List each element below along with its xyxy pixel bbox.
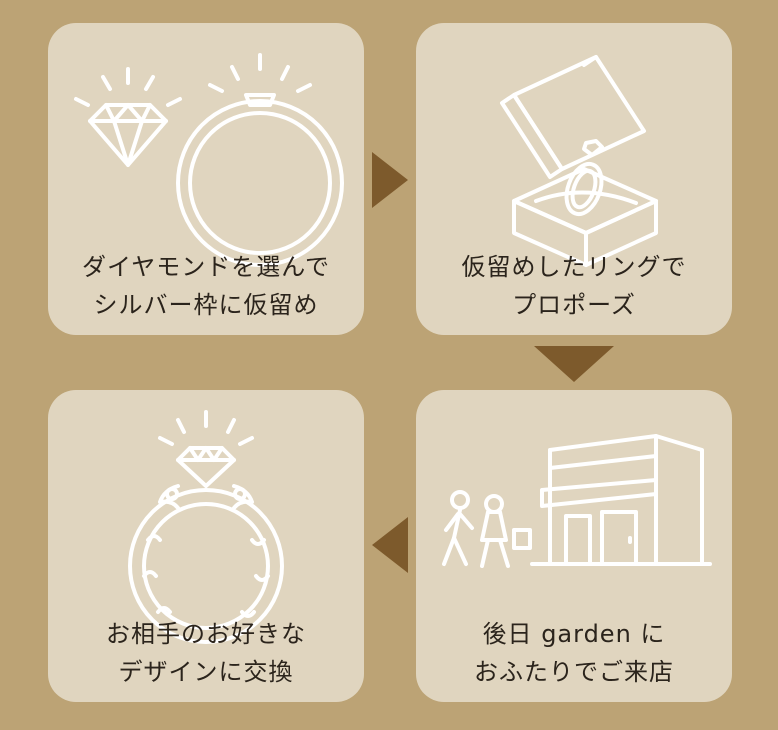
step-card-2: 仮留めしたリングで プロポーズ [416,23,732,335]
arrow-right-icon [372,152,408,208]
ring-box-icon [500,55,658,267]
step-3-line-2: おふたりでご来店 [474,658,674,686]
step-2-line-1: 仮留めしたリングで [461,253,687,281]
step-3-caption: 後日 garden に おふたりでご来店 [416,615,732,691]
couple-visiting-store-icon [442,434,712,568]
step-card-4: お相手のお好きな デザインに交換 [48,390,364,702]
step-2-caption: 仮留めしたリングで プロポーズ [416,248,732,324]
diamond-and-ring-icon [74,53,344,267]
step-2-line-2: プロポーズ [512,291,636,319]
step-1-line-1: ダイヤモンドを選んで [81,253,331,281]
step-1-caption: ダイヤモンドを選んで シルバー枠に仮留め [48,248,364,324]
arrow-down-icon [534,346,614,382]
step-4-line-1: お相手のお好きな [106,620,306,648]
step-card-3: 後日 garden に おふたりでご来店 [416,390,732,702]
step-4-line-2: デザインに交換 [118,658,294,686]
arrow-left-icon [372,517,408,573]
step-1-line-2: シルバー枠に仮留め [93,291,319,319]
designed-ring-icon [128,410,284,644]
step-4-caption: お相手のお好きな デザインに交換 [48,615,364,691]
step-3-line-1: 後日 garden に [482,620,666,648]
step-card-1: ダイヤモンドを選んで シルバー枠に仮留め [48,23,364,335]
